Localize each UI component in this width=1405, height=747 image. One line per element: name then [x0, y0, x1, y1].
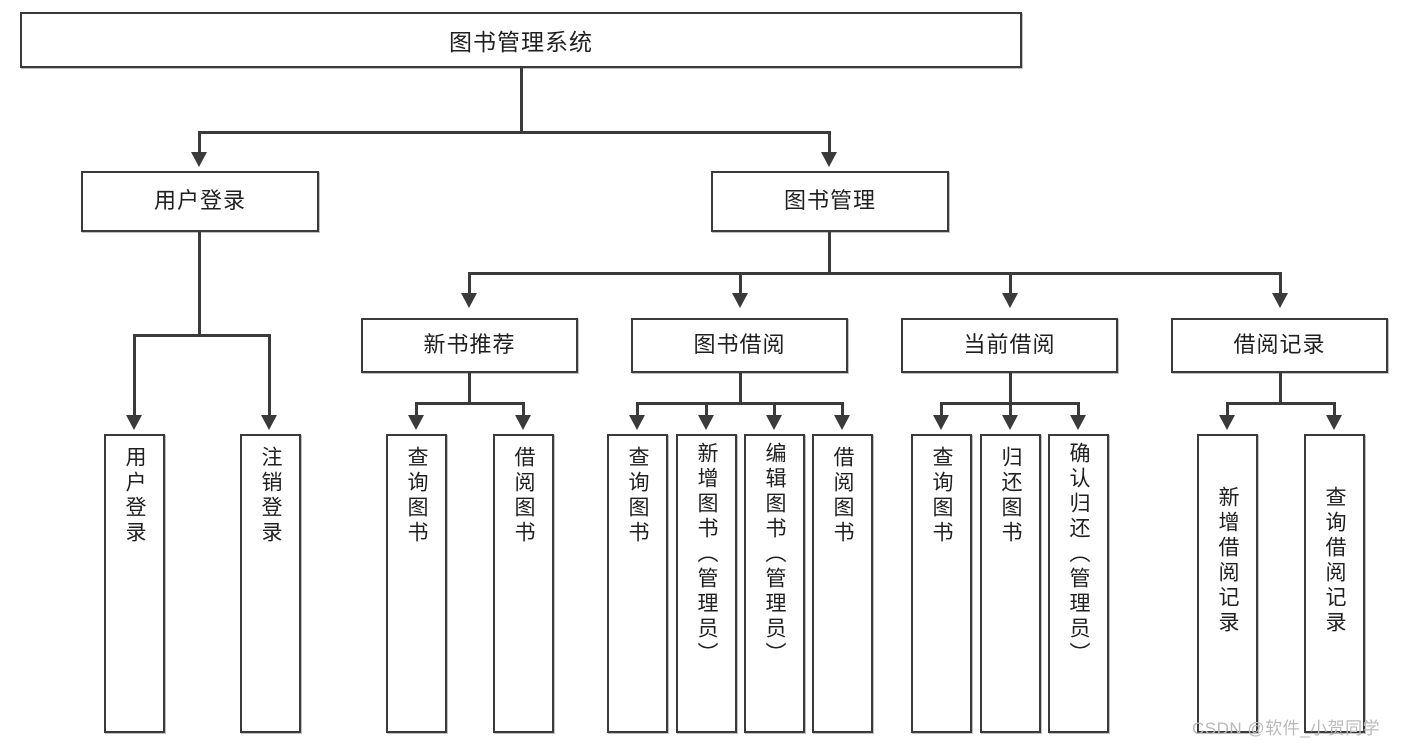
connector-book-borrow-stem [739, 373, 742, 404]
node-book-borrow[interactable]: 图书借阅 [631, 318, 848, 373]
leaf-label: 查询图书 [405, 446, 428, 546]
leaf-book-borrow-add-book-admin[interactable]: 新增图书（管理员） [676, 434, 737, 733]
arrowhead-new-book [461, 293, 477, 308]
connector-new-book-drop-2 [522, 402, 525, 417]
connector-book-borrow-bus [636, 402, 844, 405]
arrowhead-book-mgmt [821, 152, 837, 167]
connector-borrow-record-stem [1279, 373, 1282, 404]
arrowhead-leaf-current-borrow-3 [1070, 415, 1086, 430]
arrowhead-book-borrow [732, 293, 748, 308]
arrowhead-leaf-new-book-1 [408, 415, 424, 430]
connector-book-borrow-drop-3 [773, 402, 776, 417]
leaf-borrow-record-add-record[interactable]: 新增借阅记录 [1197, 434, 1258, 733]
leaf-current-borrow-return-book[interactable]: 归还图书 [980, 434, 1041, 733]
arrowhead-borrow-record [1272, 293, 1288, 308]
leaf-book-borrow-edit-book-admin[interactable]: 编辑图书（管理员） [744, 434, 805, 733]
arrowhead-leaf-new-book-2 [515, 415, 531, 430]
connector-book-borrow-drop-2 [705, 402, 708, 417]
arrowhead-leaf-book-borrow-3 [766, 415, 782, 430]
connector-book-borrow-drop-4 [841, 402, 844, 417]
arrowhead-leaf-borrow-record-2 [1326, 415, 1342, 430]
connector-borrow-record-drop-1 [1226, 402, 1229, 417]
connector-book-mgmt-drop-3 [1009, 272, 1012, 295]
connector-user-login-drop-1 [133, 334, 136, 417]
leaf-label: 查询图书 [930, 446, 953, 546]
connector-new-book-drop-1 [415, 402, 418, 417]
connector-current-borrow-stem [1009, 373, 1012, 404]
connector-borrow-record-bus [1226, 402, 1336, 405]
node-label: 图书借阅 [693, 332, 786, 358]
connector-new-book-stem [468, 373, 471, 404]
leaf-label: 编辑图书（管理员） [763, 442, 786, 667]
node-label: 当前借阅 [963, 332, 1056, 358]
leaf-label: 确认归还（管理员） [1067, 442, 1090, 667]
leaf-borrow-record-query-record[interactable]: 查询借阅记录 [1304, 434, 1365, 733]
leaf-new-book-query-book[interactable]: 查询图书 [386, 434, 447, 733]
connector-root-to-user-login [198, 131, 201, 154]
arrowhead-leaf-book-borrow-2 [698, 415, 714, 430]
leaf-book-borrow-borrow-book[interactable]: 借阅图书 [812, 434, 873, 733]
connector-user-login-drop-2 [268, 334, 271, 417]
leaf-label: 借阅图书 [512, 446, 535, 546]
node-book-management[interactable]: 图书管理 [711, 171, 949, 232]
connector-book-mgmt-bus [468, 272, 1282, 275]
arrowhead-user-login [191, 152, 207, 167]
node-user-login[interactable]: 用户登录 [81, 171, 319, 232]
connector-book-mgmt-drop-1 [468, 272, 471, 295]
node-label: 图书管理 [783, 188, 876, 214]
arrowhead-leaf-user-login-2 [261, 415, 277, 430]
node-new-book-recommend[interactable]: 新书推荐 [361, 318, 578, 373]
connector-new-book-bus [415, 402, 525, 405]
watermark-text: CSDN @软件_小贺同学 [1192, 719, 1381, 738]
connector-current-borrow-drop-1 [940, 402, 943, 417]
arrowhead-leaf-current-borrow-1 [933, 415, 949, 430]
connector-book-mgmt-drop-2 [739, 272, 742, 295]
connector-root-stem [520, 68, 523, 131]
connector-book-mgmt-stem [828, 232, 831, 274]
leaf-user-login-logout[interactable]: 注销登录 [240, 434, 301, 733]
leaf-label: 查询借阅记录 [1323, 486, 1346, 636]
connector-user-login-stem [198, 232, 201, 336]
leaf-label: 归还图书 [999, 446, 1022, 546]
leaf-label: 查询图书 [626, 446, 649, 546]
node-label: 用户登录 [153, 188, 246, 214]
arrowhead-leaf-book-borrow-1 [629, 415, 645, 430]
leaf-current-borrow-confirm-return-admin[interactable]: 确认归还（管理员） [1048, 434, 1109, 733]
node-borrow-record[interactable]: 借阅记录 [1171, 318, 1388, 373]
leaf-label: 新增借阅记录 [1216, 486, 1239, 636]
connector-root-bus [198, 131, 831, 134]
connector-borrow-record-drop-2 [1333, 402, 1336, 417]
arrowhead-current-borrow [1002, 293, 1018, 308]
arrowhead-leaf-book-borrow-4 [834, 415, 850, 430]
connector-book-mgmt-drop-4 [1279, 272, 1282, 295]
node-root-system[interactable]: 图书管理系统 [20, 12, 1022, 68]
arrowhead-leaf-current-borrow-2 [1002, 415, 1018, 430]
connector-user-login-bus [133, 334, 270, 337]
connector-current-borrow-drop-2 [1009, 402, 1012, 417]
connector-current-borrow-drop-3 [1077, 402, 1080, 417]
arrowhead-leaf-borrow-record-1 [1219, 415, 1235, 430]
node-label: 借阅记录 [1233, 332, 1326, 358]
connector-root-to-book-mgmt [828, 131, 831, 154]
node-label: 新书推荐 [423, 332, 516, 358]
leaf-label: 新增图书（管理员） [695, 442, 718, 667]
leaf-user-login-user-login[interactable]: 用户登录 [104, 434, 165, 733]
leaf-label: 用户登录 [123, 446, 146, 546]
leaf-current-borrow-query-book[interactable]: 查询图书 [911, 434, 972, 733]
node-label: 图书管理系统 [449, 29, 593, 55]
node-current-borrow[interactable]: 当前借阅 [901, 318, 1118, 373]
leaf-label: 注销登录 [259, 446, 282, 546]
leaf-new-book-borrow-book[interactable]: 借阅图书 [493, 434, 554, 733]
arrowhead-leaf-user-login-1 [126, 415, 142, 430]
leaf-book-borrow-query-book[interactable]: 查询图书 [607, 434, 668, 733]
leaf-label: 借阅图书 [831, 446, 854, 546]
connector-book-borrow-drop-1 [636, 402, 639, 417]
